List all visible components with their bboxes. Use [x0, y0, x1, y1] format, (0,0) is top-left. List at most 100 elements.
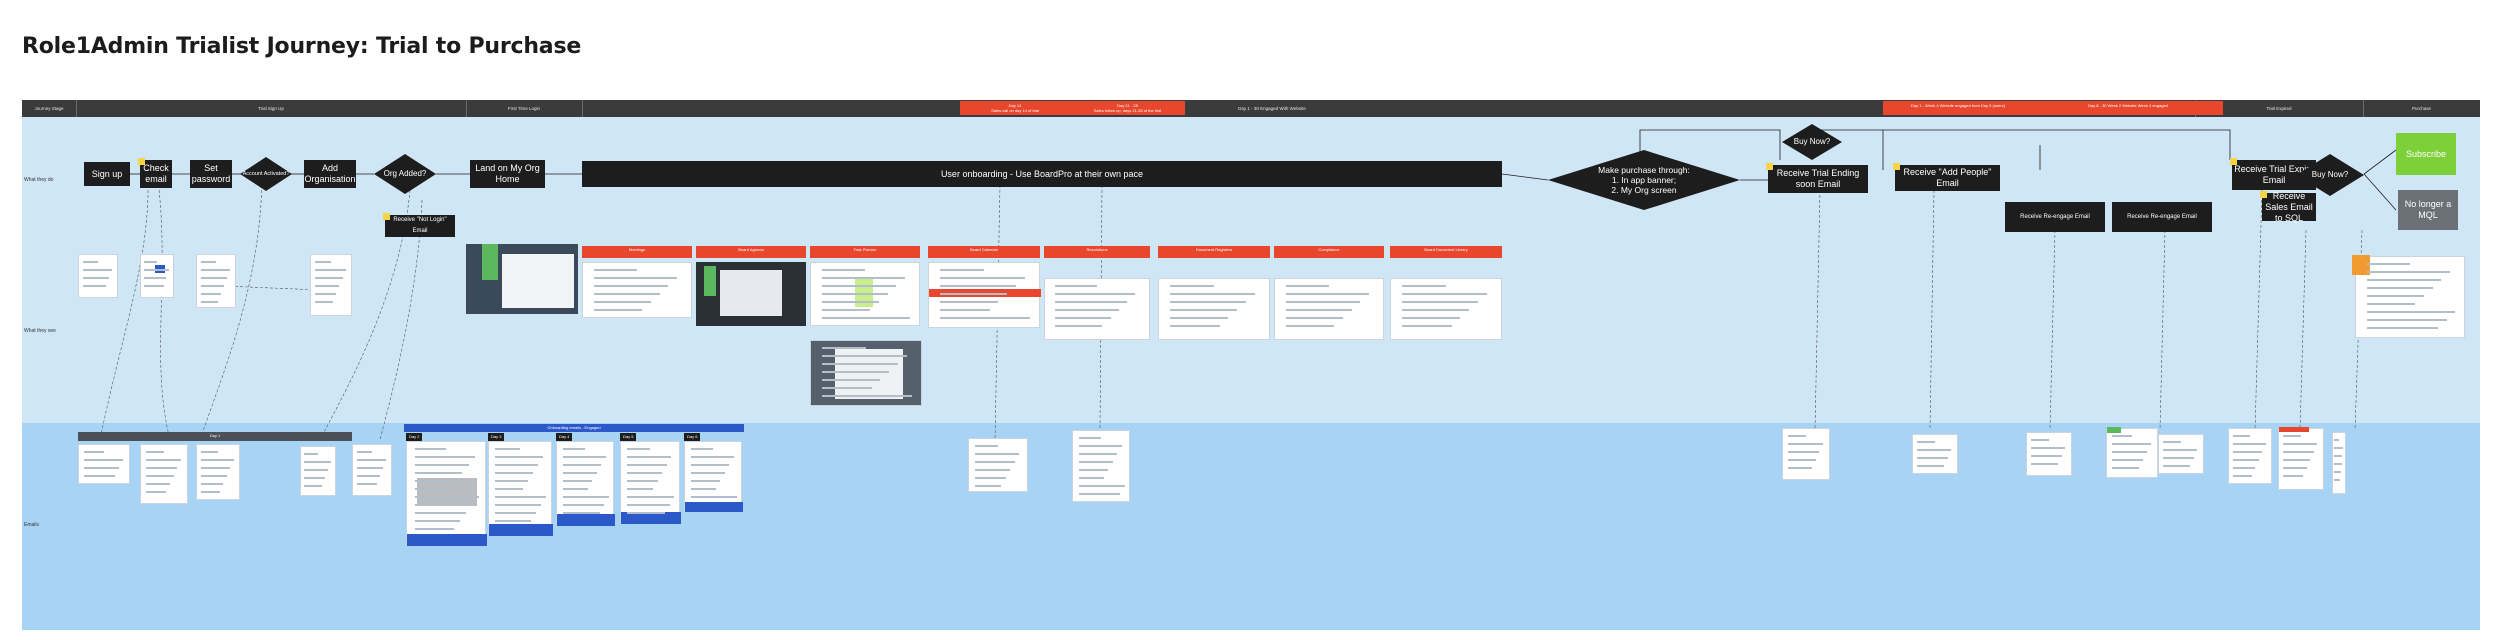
- decision-org-added[interactable]: Org Added?: [374, 154, 436, 194]
- text-line: [1078, 453, 1118, 455]
- text-line: [1170, 325, 1220, 327]
- email-thumb-trial-expiry: [2228, 428, 2272, 484]
- text-line: [304, 453, 318, 455]
- text-line: [940, 309, 990, 311]
- step-no-longer-mql[interactable]: No longer a MQL: [2398, 190, 2458, 230]
- text-line: [940, 301, 999, 303]
- email-day-2: Day 2: [406, 433, 422, 441]
- text-line: [2366, 311, 2456, 313]
- decision-buy-now-1[interactable]: Buy Now?: [1782, 124, 1842, 160]
- text-line: [2112, 443, 2151, 445]
- text-line: [201, 459, 234, 461]
- text-line: [821, 285, 897, 287]
- text-line: [495, 464, 538, 466]
- email-onboarding-day4: [556, 441, 615, 526]
- screen-thumb-password: [196, 254, 236, 308]
- text-line: [414, 496, 479, 498]
- red-header-title: Day 8 - 30 Week 2 Website Week 4 engaged: [2088, 103, 2168, 108]
- text-line: [495, 512, 537, 514]
- text-line: [1285, 317, 1344, 319]
- text-line: [1170, 317, 1229, 319]
- text-line: [1402, 301, 1478, 303]
- email-thumb-re-engage-2: [2106, 427, 2158, 478]
- text-line: [2163, 465, 2191, 467]
- step-sales-email[interactable]: Receive Sales Email to SQL: [2262, 191, 2316, 223]
- text-line: [200, 293, 221, 295]
- text-line: [821, 293, 888, 295]
- red-header-title: Day 21 - 28: [1117, 103, 1138, 108]
- text-line: [356, 483, 377, 485]
- screen-thumb-org: [310, 254, 352, 316]
- step-trial-ending-email[interactable]: Receive Trial Ending soon Email: [1768, 165, 1868, 193]
- step-check-email[interactable]: Check email: [140, 160, 172, 188]
- text-line: [2112, 435, 2132, 437]
- home-screen: [502, 254, 574, 308]
- red-header-title: Day 1 - Week 4 Website engaged from Day …: [1911, 103, 2005, 108]
- text-line: [304, 461, 331, 463]
- step-receive-not-login[interactable]: Receive "Not Login" Email: [385, 215, 455, 237]
- text-line: [145, 491, 167, 493]
- text-line: [593, 269, 637, 271]
- red-header-day14: Day 14 Sales call on day 14 of trial: [960, 101, 1070, 115]
- red-header-week4: Day 1 - Week 4 Website engaged from Day …: [1883, 101, 2033, 115]
- text-line: [626, 496, 675, 498]
- stage-purchase: Purchase: [2411, 106, 2431, 111]
- decision-make-purchase[interactable]: Make purchase through: 1. In app banner;…: [1548, 150, 1740, 210]
- text-line: [822, 379, 881, 381]
- text-line: [2031, 455, 2062, 457]
- text-line: [201, 467, 231, 469]
- step-re-engage-2[interactable]: Receive Re-engage Email: [2112, 202, 2212, 232]
- email-footer: [685, 502, 743, 512]
- text-line: [821, 277, 905, 279]
- email-footer: [489, 524, 553, 536]
- feature-label-agenda: Board Agenda: [696, 246, 806, 258]
- text-line: [2283, 443, 2318, 445]
- text-line: [2283, 475, 2304, 477]
- text-line: [2334, 447, 2344, 449]
- step-re-engage-1[interactable]: Receive Re-engage Email: [2005, 202, 2105, 232]
- text-line: [200, 261, 216, 263]
- text-line: [356, 475, 380, 477]
- text-line: [356, 459, 387, 461]
- text-line: [2163, 441, 2181, 443]
- email-header-onboarding: Onboarding emails - Engaged: [404, 424, 744, 432]
- step-add-organisation[interactable]: Add Organisation: [304, 160, 356, 188]
- decision-label: Org Added?: [383, 169, 427, 178]
- decision-account-activated[interactable]: Account Activated?: [240, 157, 292, 191]
- stage-first-login: First Time Login: [507, 106, 540, 111]
- step-land-on-home[interactable]: Land on My Org Home: [470, 160, 545, 188]
- step-add-people-email[interactable]: Receive "Add People" Email: [1895, 165, 2000, 191]
- text-line: [1402, 309, 1470, 311]
- text-line: [315, 285, 340, 287]
- text-line: [1402, 293, 1487, 295]
- text-line: [562, 456, 606, 458]
- step-user-onboarding[interactable]: User onboarding - Use BoardPro at their …: [582, 161, 1502, 187]
- email-thumb-add-people: [1912, 434, 1958, 474]
- email-thumb-sales: [2278, 427, 2324, 490]
- text-line: [144, 277, 167, 279]
- step-sign-up[interactable]: Sign up: [84, 162, 130, 186]
- text-line: [822, 355, 907, 357]
- email-thumb-5: [352, 444, 392, 496]
- email-thumb-day21: [1072, 430, 1130, 502]
- text-line: [82, 261, 98, 263]
- text-line: [1402, 285, 1446, 287]
- email-footer: [621, 512, 681, 524]
- stage-engaged: Day 1 - 30 Engaged With Website: [1238, 106, 1306, 111]
- step-set-password[interactable]: Set password: [190, 160, 232, 188]
- email-thumb-re-engage-1: [2026, 432, 2072, 476]
- text-line: [1055, 285, 1097, 287]
- text-line: [495, 456, 543, 458]
- red-header-sub: Sales call on day 14 of trial: [991, 108, 1039, 113]
- text-line: [200, 277, 228, 279]
- text-line: [974, 469, 1011, 471]
- text-line: [821, 301, 880, 303]
- text-line: [84, 451, 104, 453]
- step-subscribe[interactable]: Subscribe: [2396, 133, 2456, 175]
- feature-label-meetings: Meetings: [582, 246, 692, 258]
- text-line: [1078, 469, 1109, 471]
- decision-buy-now-2[interactable]: Buy Now?: [2296, 154, 2364, 196]
- text-line: [84, 467, 119, 469]
- text-line: [1078, 477, 1104, 479]
- decision-label: Buy Now?: [1793, 137, 1831, 146]
